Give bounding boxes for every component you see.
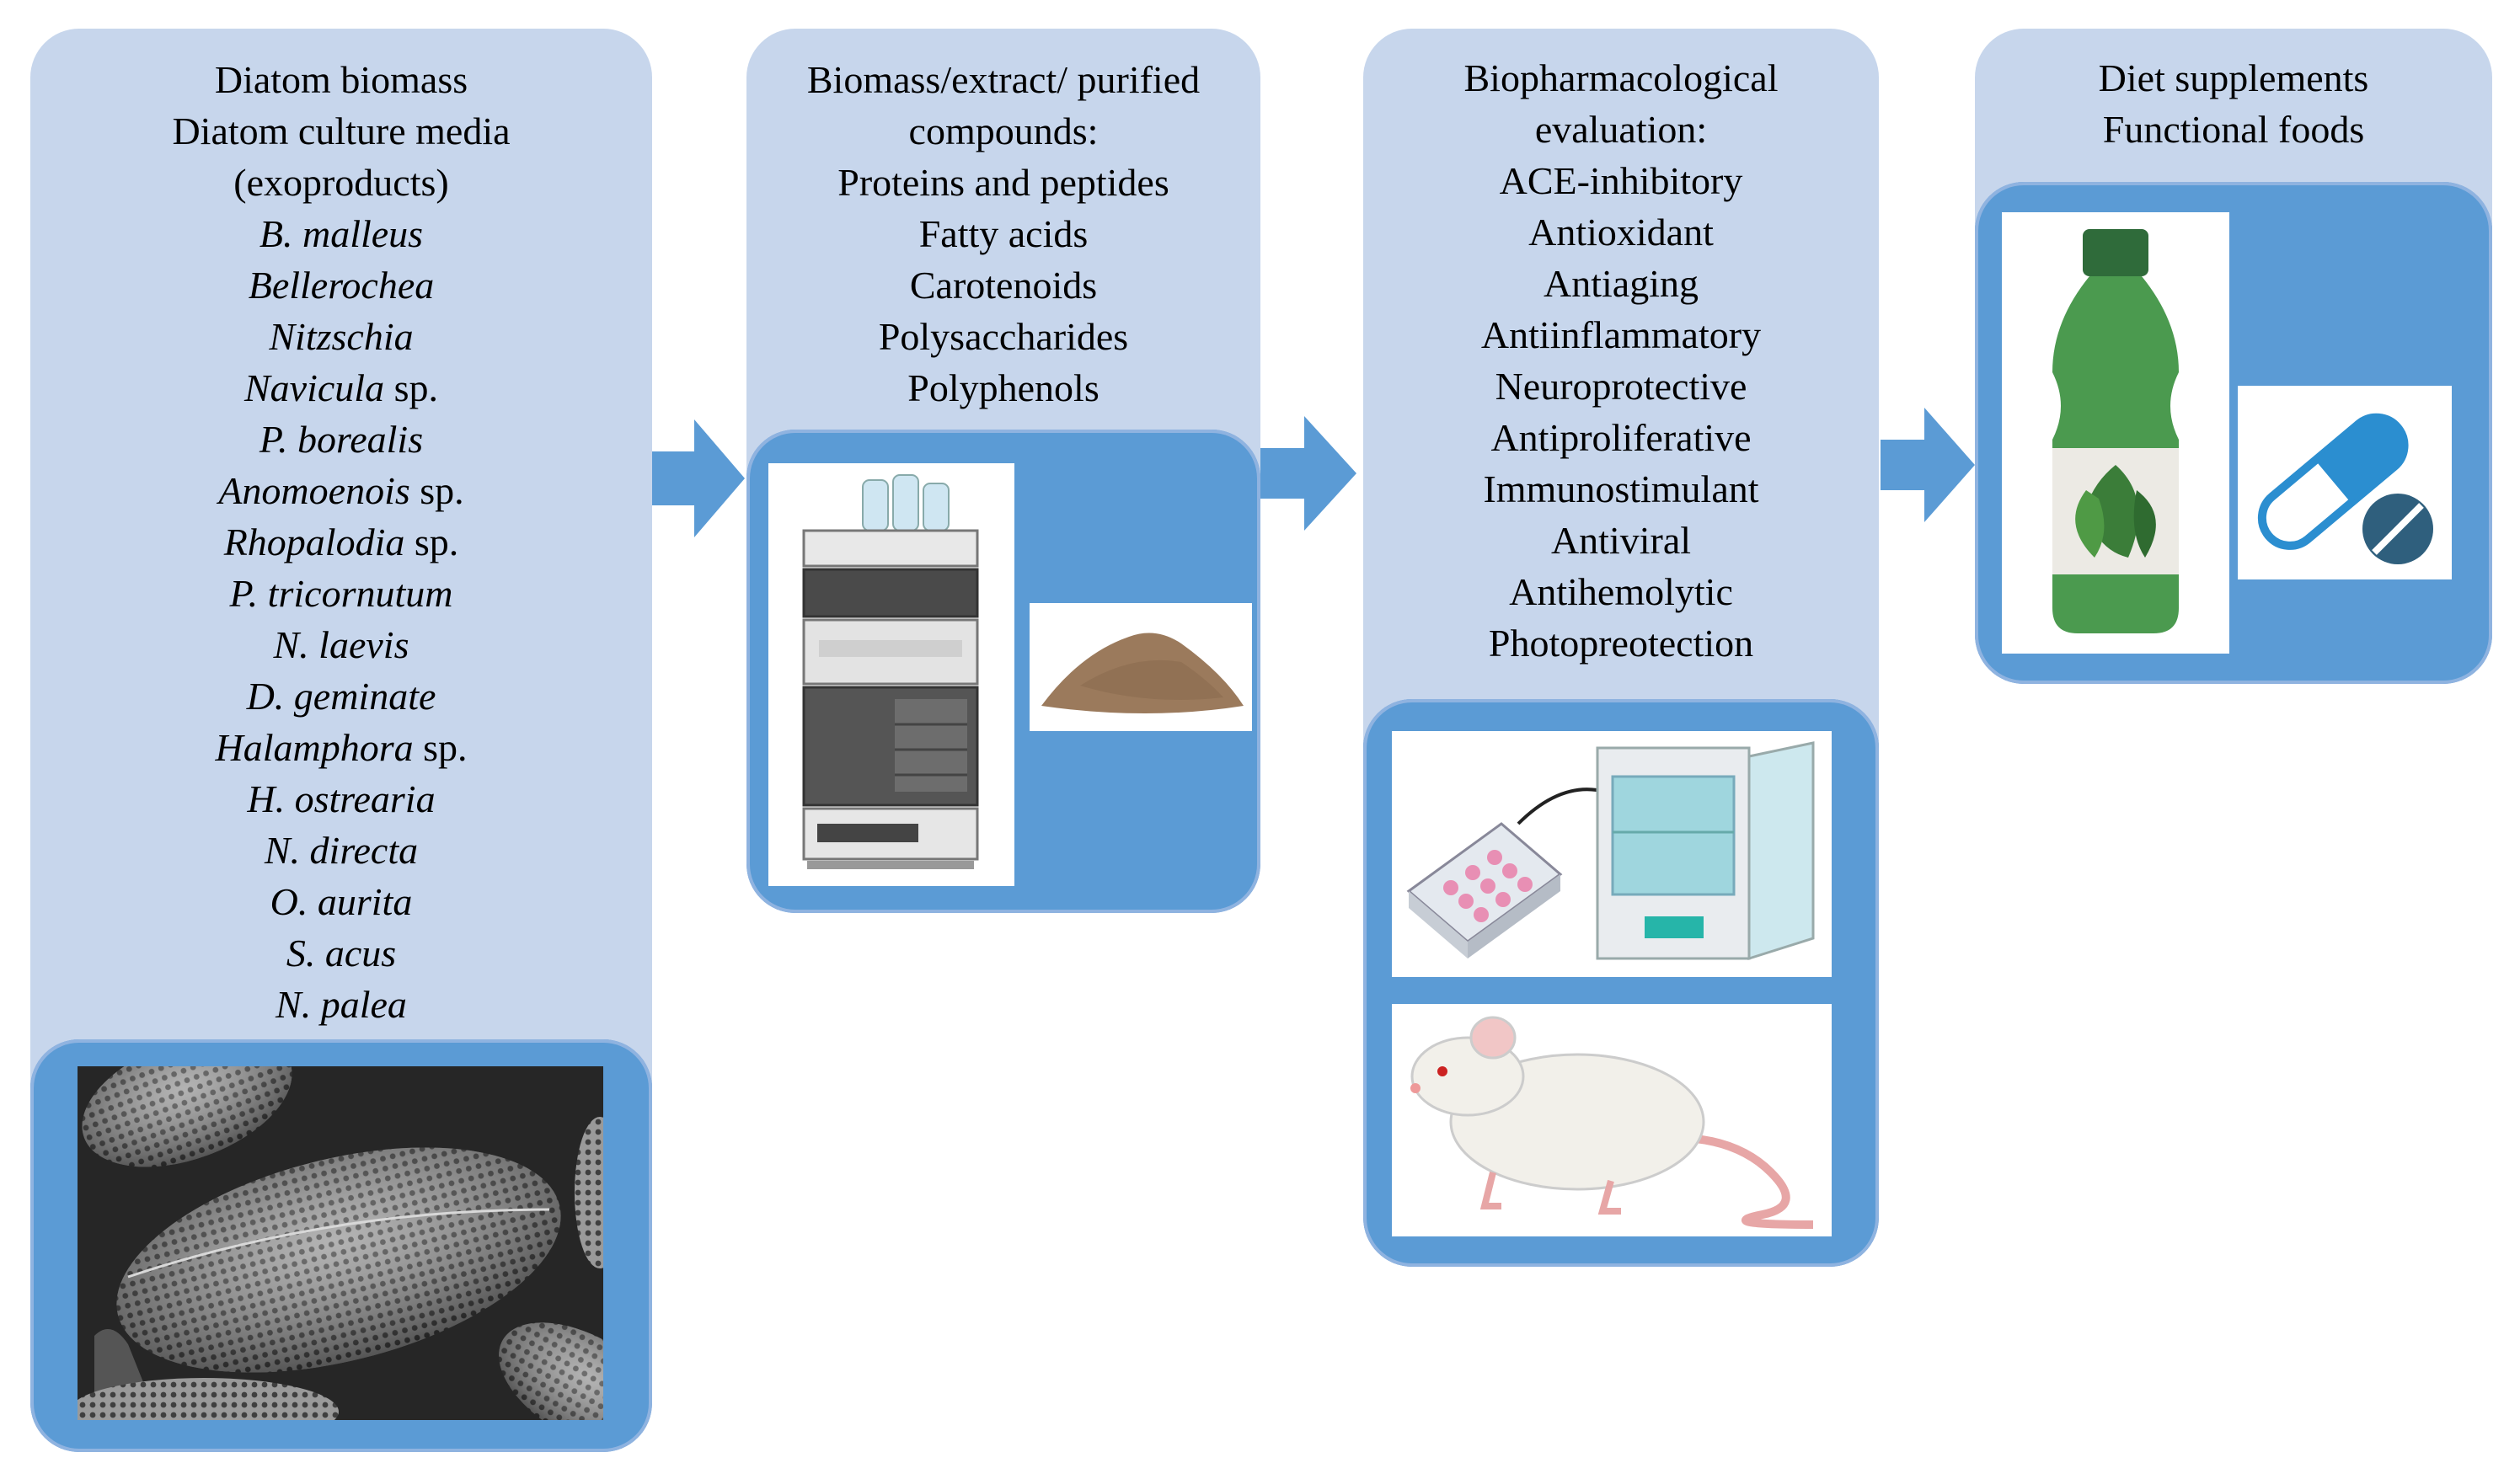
species-item: S. acus (30, 927, 652, 979)
species-name: O. aurita (270, 880, 413, 923)
evaluation-item: Neuroprotective (1495, 365, 1747, 408)
species-item: O. aurita (30, 876, 652, 927)
species-name: Rhopalodia (223, 521, 405, 563)
compound-item: Polysaccharides (878, 315, 1129, 358)
column-4-image-panel (1975, 182, 2492, 684)
species-name: Navicula (244, 366, 385, 409)
evaluation-item: Antioxidant (1528, 211, 1714, 254)
species-item: N. palea (30, 979, 652, 1030)
evaluation-item: Antihemolytic (1509, 570, 1733, 613)
species-name: P. borealis (259, 418, 424, 461)
species-name: N. directa (264, 829, 419, 872)
species-name: Nitzschia (269, 315, 414, 358)
species-item: N. laevis (30, 619, 652, 670)
species-item: P. tricornutum (30, 568, 652, 619)
column-3-heading-line: Biopharmacological (1463, 56, 1779, 99)
species-item: Nitzschia (30, 311, 652, 362)
arrow-right-icon (1260, 416, 1356, 531)
species-item: Anomoenois sp. (30, 465, 652, 516)
species-name: Bellerochea (248, 264, 435, 307)
species-name: N. palea (276, 983, 407, 1026)
evaluation-item: ACE-inhibitory (1499, 159, 1743, 202)
column-2-heading-line: compounds: (908, 109, 1099, 152)
product-item: Diet supplements (2098, 56, 2369, 99)
column-2-heading-line: Biomass/extract/ purified (806, 58, 1201, 101)
column-3-card: Biopharmacological evaluation: ACE-inhib… (1363, 29, 1879, 1267)
column-3-text: Biopharmacological evaluation: ACE-inhib… (1363, 52, 1879, 669)
species-item: B. malleus (30, 208, 652, 259)
cell-plate-incubator-icon (1392, 731, 1832, 977)
evaluation-item: Antiproliferative (1490, 416, 1752, 459)
species-item: P. borealis (30, 414, 652, 465)
species-suffix: sp. (404, 521, 459, 563)
column-1-heading-line: Diatom culture media (172, 109, 511, 152)
column-1-card: Diatom biomass Diatom culture media (exo… (30, 29, 652, 1452)
species-suffix: sp. (409, 469, 464, 512)
compound-item: Polyphenols (907, 366, 1099, 409)
evaluation-item: Immunostimulant (1483, 467, 1759, 510)
species-suffix: sp. (413, 726, 468, 769)
supplement-bottle-icon (2002, 212, 2229, 654)
column-4-card: Diet supplements Functional foods (1975, 29, 2492, 684)
capsule-pill-icon (2238, 386, 2452, 579)
mouse-icon (1392, 1004, 1832, 1236)
species-suffix: sp. (384, 366, 438, 409)
species-item: Rhopalodia sp. (30, 516, 652, 568)
compound-item: Carotenoids (909, 264, 1098, 307)
column-2-image-panel (746, 430, 1260, 913)
species-name: H. ostrearia (247, 777, 436, 820)
hplc-instrument-icon (768, 463, 1014, 886)
column-3-heading-line: evaluation: (1534, 108, 1708, 151)
species-item: Bellerochea (30, 259, 652, 311)
compound-item: Proteins and peptides (837, 161, 1169, 204)
species-name: Anomoenois (218, 469, 410, 512)
column-1-image-panel (30, 1039, 652, 1452)
evaluation-item: Antiaging (1544, 262, 1699, 305)
column-4-text: Diet supplements Functional foods (1975, 52, 2492, 155)
species-item: H. ostrearia (30, 773, 652, 825)
column-2-text: Biomass/extract/ purified compounds: Pro… (746, 54, 1260, 414)
species-name: S. acus (286, 932, 397, 974)
species-item: D. geminate (30, 670, 652, 722)
column-2-card: Biomass/extract/ purified compounds: Pro… (746, 29, 1260, 913)
species-name: B. malleus (259, 212, 424, 255)
column-3-image-panel (1363, 699, 1879, 1267)
species-name: N. laevis (273, 623, 409, 666)
species-name: D. geminate (246, 675, 436, 718)
evaluation-item: Photopreotection (1488, 622, 1754, 665)
evaluation-item: Antiviral (1550, 519, 1692, 562)
powder-pile-icon (1030, 603, 1252, 731)
product-item: Functional foods (2102, 108, 2365, 151)
column-1-heading-line: (exoproducts) (233, 161, 449, 204)
arrow-right-icon (652, 419, 745, 537)
diatom-sem-micrograph-icon (78, 1066, 603, 1420)
arrow-right-icon (1881, 408, 1975, 522)
species-item: N. directa (30, 825, 652, 876)
species-name: P. tricornutum (229, 572, 453, 615)
column-1-heading-line: Diatom biomass (214, 58, 468, 101)
species-item: Navicula sp. (30, 362, 652, 414)
species-name: Halamphora (215, 726, 414, 769)
evaluation-item: Antiinflammatory (1480, 313, 1762, 356)
column-1-text: Diatom biomass Diatom culture media (exo… (30, 54, 652, 1030)
compound-item: Fatty acids (918, 212, 1089, 255)
species-item: Halamphora sp. (30, 722, 652, 773)
